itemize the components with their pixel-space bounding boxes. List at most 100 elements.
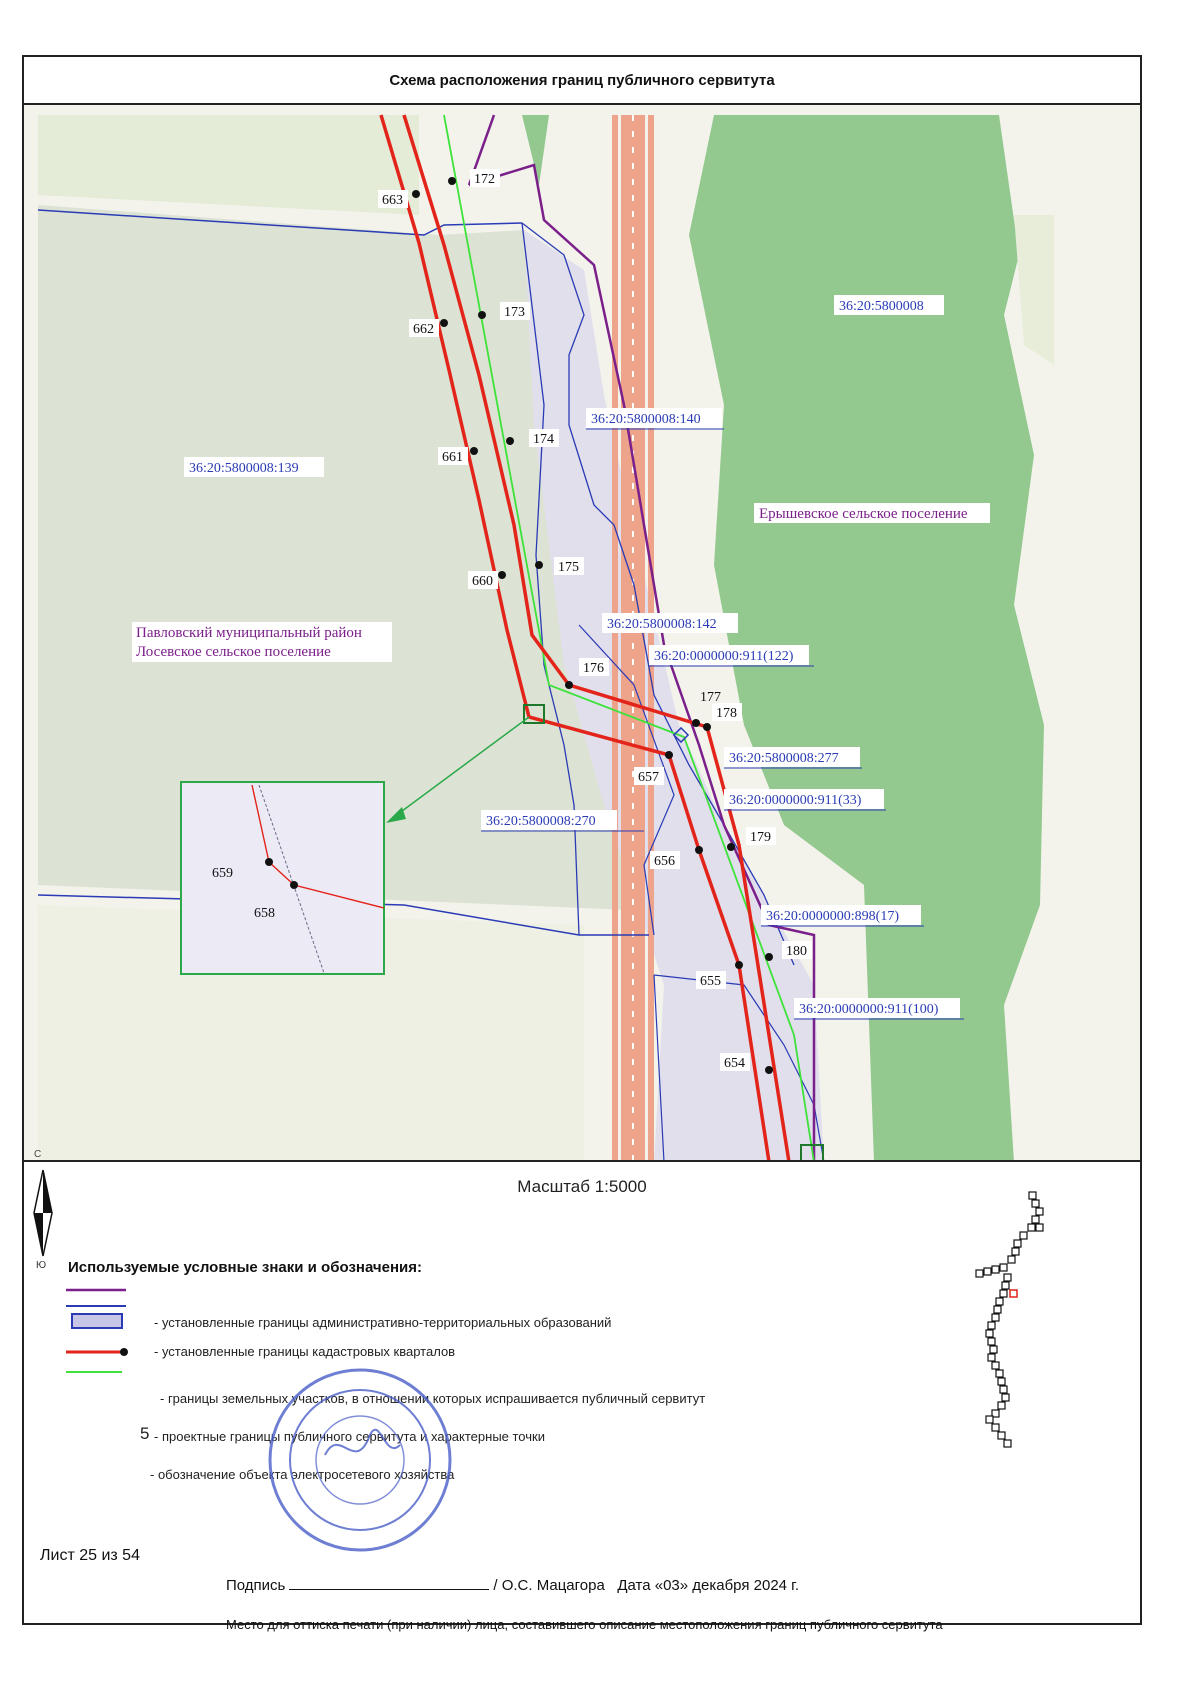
quarter-boundary-north: [37, 209, 523, 236]
label-bg: [782, 941, 812, 959]
parcel-270-boundary: [578, 624, 675, 936]
label-bg: [761, 905, 921, 925]
parcel-boundary-west: [521, 222, 580, 936]
legend-text-object: - обозначение объекта электросетевого хо…: [150, 1467, 455, 1482]
admin-boundary: [468, 163, 816, 1160]
point-label-661: 661: [442, 450, 463, 465]
point-label-177: 177: [700, 690, 721, 705]
label-bg: [712, 703, 742, 721]
label-bg: [481, 810, 617, 830]
point-label-173: 173: [504, 305, 525, 320]
field-area-bottom: [38, 905, 584, 1160]
legend-row-admin: - установленные границы административно-…: [64, 1308, 964, 1338]
compass-north-label: С: [34, 1149, 41, 1160]
label-settlement-west: Лосевское сельское поселение: [136, 644, 331, 660]
label-bg: [602, 613, 738, 633]
label-bg: [696, 971, 726, 989]
road-shoulder-left: [612, 115, 618, 1160]
label-bg: [724, 747, 860, 767]
sheet-number: Лист 25 из 54: [40, 1547, 140, 1564]
point-label-662: 662: [413, 322, 434, 337]
point-label-175: 175: [558, 560, 579, 575]
inset-boundary-line: [258, 784, 325, 974]
signature-line[interactable]: [289, 1575, 490, 1590]
label-bg: [634, 767, 664, 785]
map-canvas[interactable]: 659 658 172 173 174 175 176 177 178 179: [24, 105, 1140, 1162]
inset-point-658: [290, 881, 298, 889]
label-bg: [649, 645, 809, 665]
label-parcel-277: 36:20:5800008:277: [729, 751, 839, 766]
point-label-654: 654: [724, 1056, 745, 1071]
point-label-655: 655: [700, 974, 721, 989]
point-label-172: 172: [474, 172, 495, 187]
legend-admin-symbol: [66, 1288, 126, 1307]
point-label-180: 180: [786, 944, 807, 959]
inset-arrow: [393, 716, 530, 818]
label-bg: [409, 319, 439, 337]
point-label-174: 174: [533, 432, 554, 447]
label-parcel-911-33: 36:20:0000000:911(33): [729, 793, 862, 808]
label-bg: [746, 827, 776, 845]
label-bg: [586, 408, 722, 428]
parcel-140-boundary: [521, 222, 635, 586]
legend-row-quarter: - установленные границы кадастровых квар…: [64, 1344, 964, 1374]
road-shoulder-right: [648, 115, 654, 1160]
label-bg: [184, 457, 324, 477]
electric-object-marker[interactable]: [523, 704, 545, 724]
legend-text-admin: - установленные границы административно-…: [154, 1315, 612, 1330]
signature-label: Подпись: [226, 1577, 286, 1594]
label-bg: [579, 658, 609, 676]
label-bg: [500, 302, 530, 320]
label-quarter: 36:20:5800008: [839, 299, 924, 314]
label-bg: [529, 429, 559, 447]
servitude-boundary-west: [379, 114, 771, 1160]
scale-label: Масштаб 1:5000: [517, 1177, 647, 1196]
label-parcel-139: 36:20:5800008:139: [189, 461, 299, 476]
point-label-660: 660: [472, 574, 493, 589]
point-label-178: 178: [716, 706, 737, 721]
label-bg: [834, 295, 944, 315]
point-label-657: 657: [638, 770, 659, 785]
signature-row: Подпись / О.С. Мацагора Дата «03» декабря…: [226, 1575, 799, 1594]
map-area[interactable]: 659 658 172 173 174 175 176 177 178 179: [24, 105, 1140, 1162]
label-bg: [468, 571, 498, 589]
label-parcel-142: 36:20:5800008:142: [607, 617, 717, 632]
inset-box[interactable]: [180, 781, 385, 975]
map-sheet: Схема расположения границ публичного сер…: [22, 55, 1142, 1632]
field-area-right: [1014, 215, 1054, 365]
sign-date: Дата «03» декабря 2024 г.: [617, 1577, 799, 1594]
legend-area: Ю Масштаб 1:5000 Используемые условные з…: [24, 1162, 1140, 1632]
legend-title: Используемые условные знаки и обозначени…: [68, 1259, 423, 1276]
point-label-656: 656: [654, 854, 675, 869]
electric-object-marker-south[interactable]: [800, 1144, 824, 1162]
power-line-object: [443, 114, 815, 1160]
legend-text-quarter: - установленные границы кадастровых квар…: [154, 1344, 456, 1359]
inset-point-659: [265, 858, 273, 866]
seal-stamp: [268, 1368, 452, 1552]
compass-south-label: Ю: [36, 1260, 47, 1271]
label-bg: [754, 503, 990, 523]
pole-marker: [672, 726, 690, 744]
point-label-179: 179: [750, 830, 771, 845]
parcel-south-boundary: [653, 974, 665, 1160]
compass-icon: [33, 1169, 53, 1257]
label-parcel-911-122: 36:20:0000000:911(122): [654, 649, 794, 664]
label-parcel-898-17: 36:20:0000000:898(17): [766, 909, 899, 924]
label-bg: [554, 557, 584, 575]
point-label-176: 176: [583, 661, 604, 676]
point-label-663: 663: [382, 193, 403, 208]
inset-servitude-line: [251, 784, 385, 909]
label-bg: [378, 190, 408, 208]
field-area-top: [38, 115, 419, 215]
forest-patch: [522, 115, 549, 185]
label-bg: [470, 169, 500, 187]
sheet-title: Схема расположения границ публичного сер…: [24, 57, 1140, 105]
parcel-strip: [524, 230, 824, 1160]
label-parcel-270: 36:20:5800008:270: [486, 814, 596, 829]
label-bg: [438, 447, 468, 465]
signer-name: / О.С. Мацагора: [493, 1577, 605, 1594]
legend-point-sample: 5: [140, 1424, 150, 1443]
label-bg: [724, 789, 884, 809]
label-bg: [720, 1053, 750, 1071]
inset-arrow-head: [386, 807, 406, 823]
